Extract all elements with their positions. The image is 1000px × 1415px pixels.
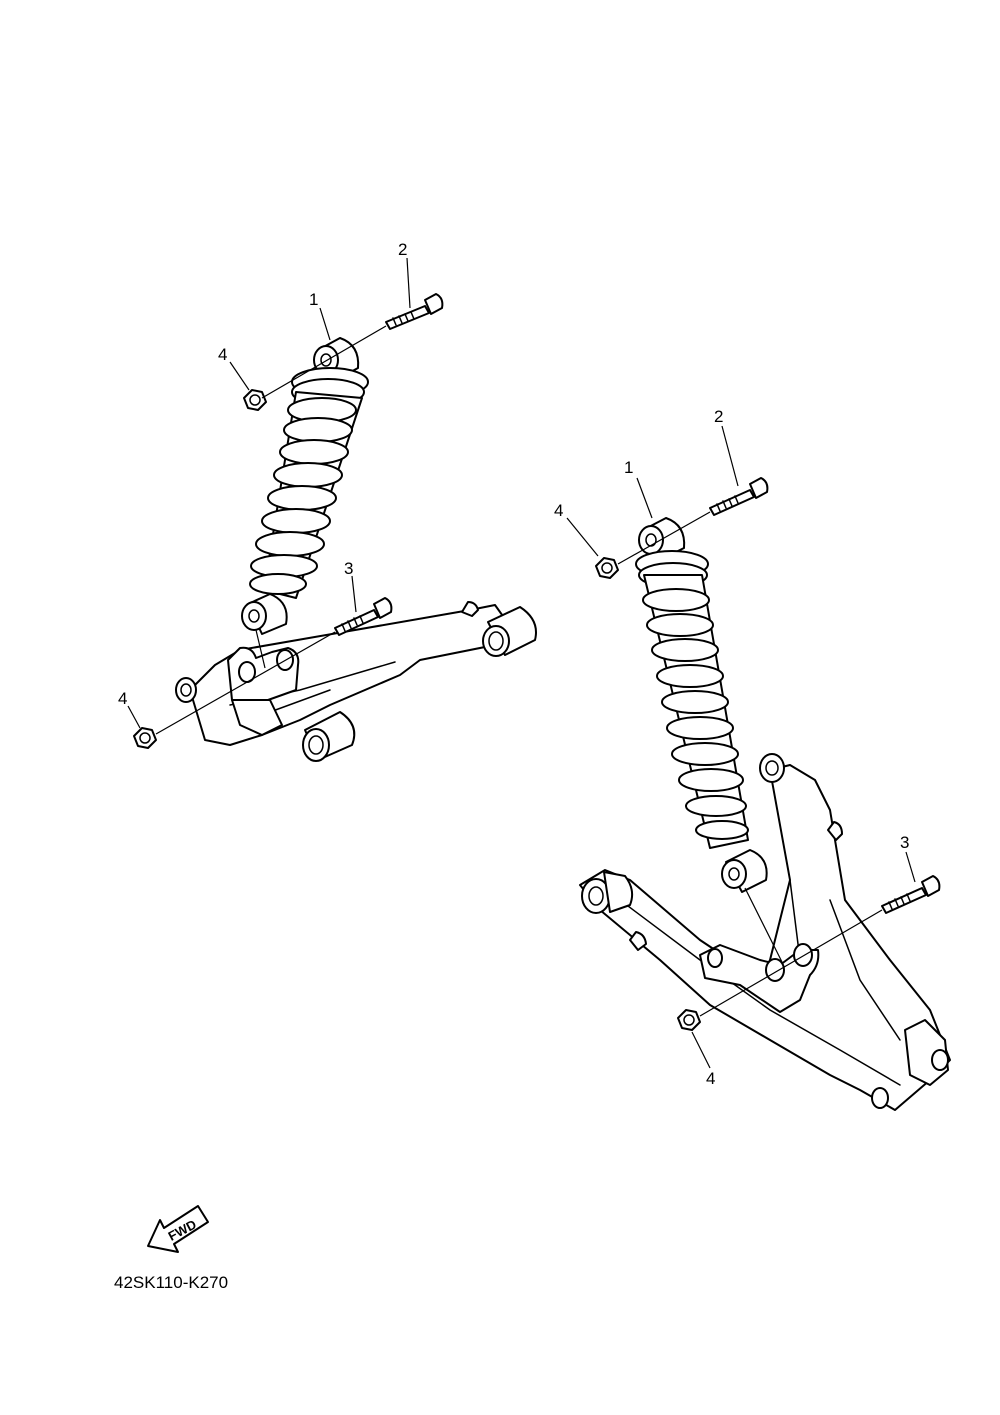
callout-right-3: 3 [900, 833, 909, 852]
callout-left-4-top: 4 [218, 345, 227, 364]
left-shock-absorber [241, 337, 369, 635]
callout-right-4-top: 4 [554, 501, 563, 520]
callout-right-4-bottom: 4 [706, 1069, 715, 1088]
right-assembly: 1 2 3 4 4 [554, 407, 951, 1111]
left-nut-4-top [243, 389, 267, 411]
right-bolt-2 [709, 477, 769, 516]
left-nut-4-bottom [133, 727, 157, 749]
right-shock-absorber [635, 517, 768, 893]
callout-left-1: 1 [309, 290, 318, 309]
callout-right-1: 1 [624, 458, 633, 477]
fwd-direction-arrow: FWD [147, 1205, 209, 1253]
left-bolt-2 [385, 293, 444, 330]
right-bolt-3 [881, 875, 941, 914]
diagram-code: 42SK110-K270 [114, 1273, 228, 1292]
right-lower-arm [579, 753, 951, 1111]
left-bolt-3 [334, 597, 393, 636]
callout-right-2: 2 [714, 407, 723, 426]
callout-left-3: 3 [344, 559, 353, 578]
callout-left-4-bottom: 4 [118, 689, 127, 708]
left-lower-arm [175, 601, 537, 762]
right-nut-4-top [595, 557, 619, 579]
left-assembly: 1 2 3 4 4 [118, 240, 537, 762]
callout-left-2: 2 [398, 240, 407, 259]
